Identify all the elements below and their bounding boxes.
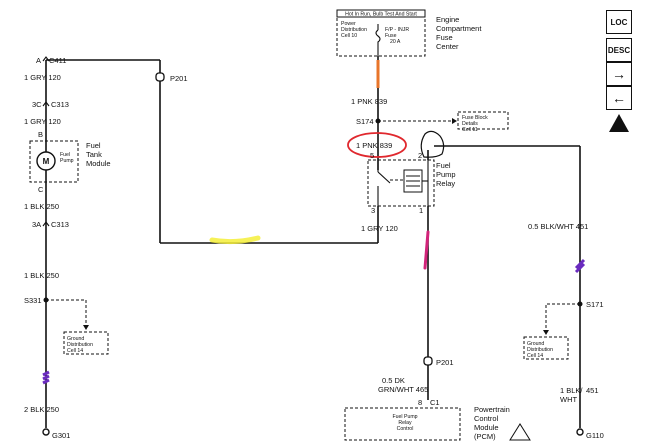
wire-label-1blk-250-b: 1 BLK 250 bbox=[24, 271, 59, 280]
ground-g301-icon bbox=[42, 428, 50, 436]
c411-pin: A bbox=[36, 56, 41, 65]
prev-arrow-button[interactable]: ← bbox=[606, 86, 632, 110]
s331-ground-ref-line bbox=[46, 299, 87, 328]
fuse-center-header: Hot In Run, Bulb Test And Start bbox=[345, 12, 417, 18]
wire-label-1pnk-839-b: 1 PNK 839 bbox=[356, 141, 392, 150]
next-arrow-button[interactable]: → bbox=[606, 62, 632, 86]
loc-button[interactable]: LOC bbox=[606, 10, 632, 34]
c411-connector-symbol bbox=[42, 56, 50, 62]
wire-label-2blk-250: 2 BLK 250 bbox=[24, 405, 59, 414]
wire-label-dkgrn-line1: 0.5 DK bbox=[382, 376, 405, 385]
wire-label-1blk-250-a: 1 BLK 250 bbox=[24, 202, 59, 211]
pcm-connector: C1 bbox=[430, 398, 440, 407]
pcm-pin: 8 bbox=[418, 398, 422, 407]
relay-pin-1: 1 bbox=[419, 206, 423, 215]
c313-connector-symbol bbox=[42, 101, 50, 107]
fuse-rating: 20 A bbox=[390, 39, 401, 45]
wire-label-1pnk-839-a: 1 PNK 839 bbox=[351, 97, 387, 106]
splice-s171-label: S171 bbox=[586, 300, 604, 309]
relay-pin-3: 3 bbox=[371, 206, 375, 215]
wire-label-1blkwht-line1: 1 BLK/ bbox=[560, 386, 583, 395]
ref-arrow-icon bbox=[452, 118, 457, 124]
c313b-pin: 3A bbox=[32, 220, 41, 229]
ground-g110-label: G110 bbox=[586, 431, 604, 440]
ground-dist-box-left bbox=[63, 331, 109, 355]
wire-label-1gry-120-b: 1 GRY 120 bbox=[24, 117, 61, 126]
fuel-pump-motor-icon bbox=[36, 151, 56, 171]
relay-pin-5: 5 bbox=[370, 151, 374, 160]
c313b-connector-symbol bbox=[42, 221, 50, 227]
esd-warning-icon bbox=[509, 423, 531, 441]
module-pin-c: C bbox=[38, 185, 44, 194]
connector-p201-bottom-label: P201 bbox=[436, 358, 454, 367]
esd-triangle-icon bbox=[609, 114, 629, 132]
desc-button[interactable]: DESC bbox=[606, 38, 632, 62]
fuse-center-box bbox=[336, 16, 426, 57]
fuse-block-details-box bbox=[457, 111, 509, 130]
ref-arrow-icon bbox=[543, 330, 549, 335]
splice-s331-label: S331 bbox=[24, 296, 42, 305]
wire-label-1blkwht-circuit: 451 bbox=[586, 386, 599, 395]
pcm-box bbox=[344, 407, 461, 441]
fuse-center-header-box bbox=[336, 9, 426, 18]
wire-label-1gry-120-a: 1 GRY 120 bbox=[24, 73, 61, 82]
wire-label-dkgrn-line2: GRN/WHT 465 bbox=[378, 385, 428, 394]
relay-coil-winding bbox=[406, 175, 420, 187]
yellow-highlight bbox=[209, 235, 261, 245]
red-circle-highlight bbox=[347, 132, 407, 158]
relay-switch-contact bbox=[377, 171, 391, 184]
module-pin-b: B bbox=[38, 130, 43, 139]
magenta-highlight bbox=[423, 230, 430, 270]
c313b-label: C313 bbox=[51, 220, 69, 229]
connector-p201-top bbox=[155, 72, 165, 82]
fuel-tank-module-box bbox=[29, 140, 79, 183]
c411-label: C411 bbox=[49, 56, 66, 65]
ground-g301-label: G301 bbox=[52, 431, 70, 440]
motor-symbol: M bbox=[43, 157, 50, 166]
prev-arrow-icon: ← bbox=[612, 90, 626, 106]
ground-dist-box-right bbox=[523, 336, 569, 360]
fuel-pump-relay-box bbox=[367, 159, 435, 207]
connector-p201-bottom bbox=[423, 356, 433, 366]
fuse-symbol bbox=[375, 24, 381, 56]
purple-highlight-left bbox=[42, 370, 50, 385]
purple-highlight-right bbox=[574, 258, 586, 274]
wire-label-05blkwht-451: 0.5 BLK/WHT 451 bbox=[528, 222, 588, 231]
wire-label-1blkwht-line2: WHT bbox=[560, 395, 577, 404]
ground-g110-icon bbox=[576, 428, 584, 436]
c313-pin: 3C bbox=[32, 100, 42, 109]
s171-ground-ref-line bbox=[545, 303, 580, 333]
splice-s174-label: S174 bbox=[356, 117, 374, 126]
esd-button[interactable] bbox=[606, 111, 632, 135]
hand-drawn-outline bbox=[420, 130, 445, 158]
loc-button-label: LOC bbox=[610, 17, 628, 27]
next-arrow-icon: → bbox=[612, 66, 626, 82]
c313-label: C313 bbox=[51, 100, 69, 109]
connector-p201-top-label: P201 bbox=[170, 74, 188, 83]
desc-button-label: DESC bbox=[607, 45, 631, 55]
wire-label-1gry-120-c: 1 GRY 120 bbox=[361, 224, 398, 233]
ref-arrow-icon bbox=[83, 325, 89, 330]
relay-pin-2: 2 bbox=[418, 151, 422, 160]
